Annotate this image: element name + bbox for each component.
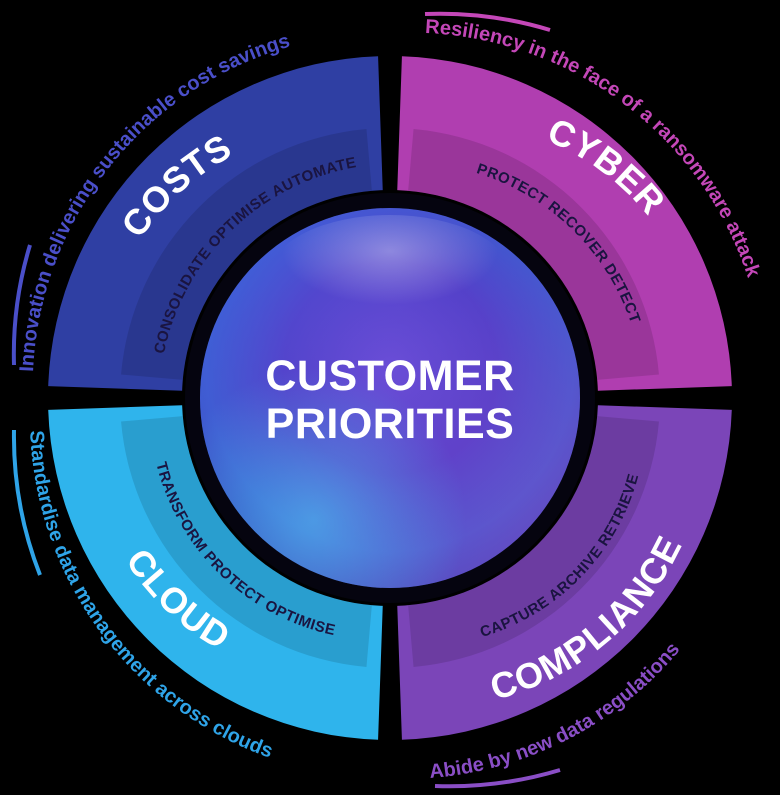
cloud-segment <box>48 405 383 740</box>
compliance-segment <box>397 405 732 740</box>
cloud-accent-line <box>11 429 42 576</box>
center-title-line1: CUSTOMER <box>265 352 514 400</box>
costs-segment <box>48 56 383 391</box>
costs-inner-band <box>121 129 372 380</box>
cyber-inner-band <box>408 129 659 380</box>
cyber-accent-line <box>424 11 551 32</box>
center-title-line2: PRIORITIES <box>266 400 515 448</box>
center-sphere: CUSTOMER PRIORITIES <box>185 193 595 603</box>
compliance-accent-line <box>434 768 561 789</box>
cyber-segment <box>397 56 732 391</box>
priority-rings <box>11 11 732 789</box>
compliance-inner-band <box>408 416 659 667</box>
cloud-inner-band <box>121 416 372 667</box>
costs-accent-line <box>11 244 32 366</box>
